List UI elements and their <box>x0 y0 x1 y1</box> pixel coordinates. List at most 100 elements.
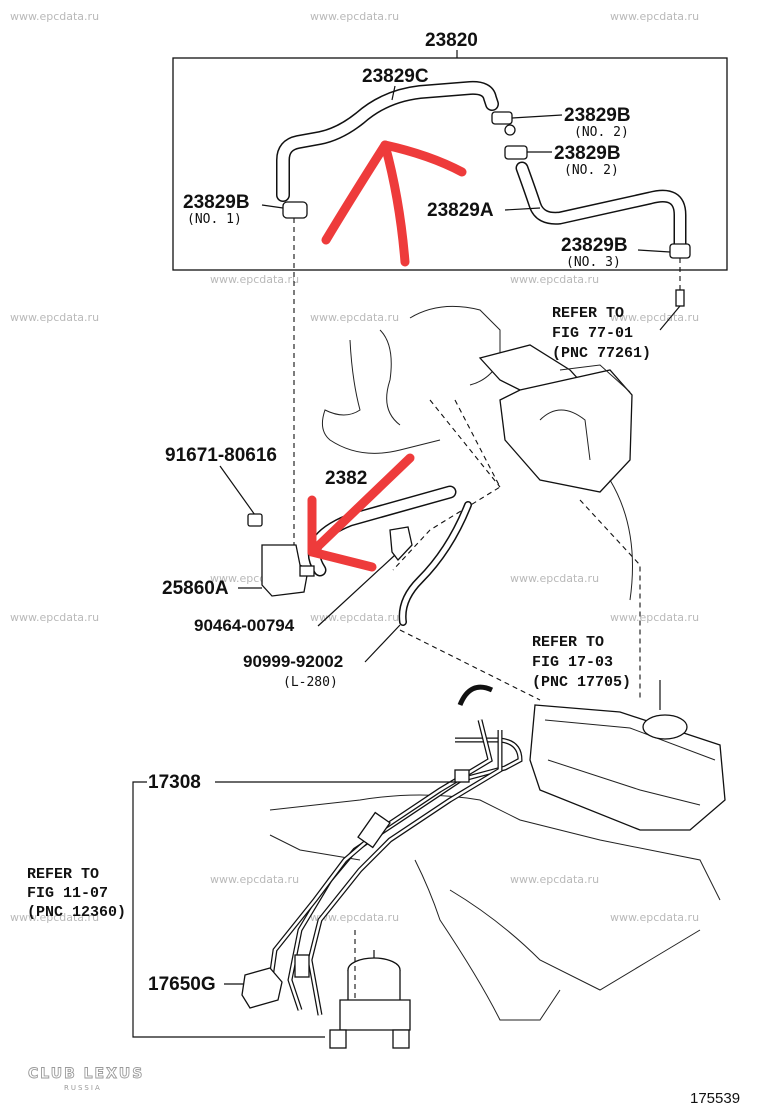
part-label-25860a: 25860A <box>162 578 229 599</box>
part-label-91671-80616: 91671-80616 <box>165 445 277 466</box>
air-cleaner-body <box>529 704 726 831</box>
assembly-number-label: 23820 <box>425 30 478 51</box>
air-cleaner-rib <box>547 759 701 806</box>
figure-number: 175539 <box>690 1090 740 1107</box>
engine-contour <box>379 329 401 426</box>
refer-fig-11-group: REFER TO FIG 11-07 (PNC 12360) <box>27 866 126 921</box>
club-lexus-logo: CLUB LEXUS RUSSIA <box>28 1066 143 1092</box>
leader-line <box>511 114 563 119</box>
sensor-mount <box>392 1029 410 1049</box>
vsv-bracket <box>294 954 310 978</box>
dashed-connection <box>399 629 541 701</box>
leader-line <box>659 305 681 331</box>
assembly-box <box>172 57 728 271</box>
ref-11-line3: (PNC 12360) <box>27 904 126 921</box>
watermark-layer: www.epcdata.ru www.epcdata.ru www.epcdat… <box>10 10 699 924</box>
refer-fig-77-group: REFER TO FIG 77-01 (PNC 77261) <box>552 305 681 362</box>
sensor-base <box>339 999 411 1031</box>
watermark: www.epcdata.ru <box>610 311 699 324</box>
manifold-contour <box>449 889 701 991</box>
leader-line <box>219 465 256 516</box>
engine-outline <box>321 305 633 601</box>
leader-line <box>637 249 671 253</box>
part-label-23829b-no2-mid: 23829B <box>554 143 621 164</box>
part-sublabel-no1: (NO. 1) <box>187 212 242 227</box>
refer-fig-17-group: REFER TO FIG 17-03 (PNC 17705) <box>532 634 661 710</box>
annotation-arrows <box>307 140 467 572</box>
air-cleaner <box>529 704 726 831</box>
part-label-23829b-no1: 23829B <box>183 192 250 213</box>
watermark: www.epcdata.ru <box>310 911 399 924</box>
clamp-23829b-no2-top <box>491 111 513 125</box>
clamp-23829b-no3 <box>669 243 691 259</box>
watermark: www.epcdata.ru <box>310 611 399 624</box>
watermark: www.epcdata.ru <box>510 273 599 286</box>
watermark: www.epcdata.ru <box>210 273 299 286</box>
part-sublabel-no3: (NO. 3) <box>566 255 621 270</box>
part-label-90464-00794: 90464-00794 <box>194 616 295 635</box>
pressure-sensor <box>329 950 411 1049</box>
hose-23829c-inner <box>277 82 498 201</box>
watermark: www.epcdata.ru <box>10 611 99 624</box>
ref-17-line1: REFER TO <box>532 634 604 651</box>
ref-11-line1: REFER TO <box>27 866 99 883</box>
part-sublabel-no2-top: (NO. 2) <box>574 125 629 140</box>
leader-line <box>504 207 541 211</box>
dashed-connection <box>579 499 641 700</box>
ref-17-line2: FIG 17-03 <box>532 654 613 671</box>
ref-17-line3: (PNC 17705) <box>532 674 631 691</box>
vsv-25860a-body <box>261 544 309 597</box>
bracket-line <box>132 781 325 1038</box>
watermark: www.epcdata.ru <box>10 911 99 924</box>
part-label-17650g: 17650G <box>148 974 216 995</box>
tube-inner <box>308 730 502 1016</box>
clamp-23829b-no2-mid <box>504 145 528 160</box>
watermark: www.epcdata.ru <box>310 10 399 23</box>
ref-77-line1: REFER TO <box>552 305 624 322</box>
fitting-icon <box>504 124 516 136</box>
part-label-17308: 17308 <box>148 772 201 793</box>
leader-line <box>317 554 396 627</box>
part-label-23829b-no2-top: 23829B <box>564 105 631 126</box>
vacuum-tubes-17308 <box>267 684 523 1016</box>
ref-77-line3: (PNC 77261) <box>552 345 651 362</box>
engine-contour <box>321 339 441 454</box>
part-label-90999-92002: 90999-92002 <box>243 652 343 671</box>
engine-contour <box>539 409 591 461</box>
watermark: www.epcdata.ru <box>510 873 599 886</box>
red-down-arrow <box>307 453 415 557</box>
ref-77-line2: FIG 77-01 <box>552 325 633 342</box>
clamp-23829b-no1 <box>282 201 308 219</box>
manifold-contour <box>414 859 561 1021</box>
manifold-contour <box>269 834 361 861</box>
dashed-connection <box>429 399 501 488</box>
vsv-port <box>299 565 315 577</box>
part-sublabel-l280: (L-280) <box>283 675 338 690</box>
watermark: www.epcdata.ru <box>610 911 699 924</box>
watermark: www.epcdata.ru <box>210 873 299 886</box>
watermark: www.epcdata.ru <box>610 10 699 23</box>
tube-joint <box>357 811 391 849</box>
engine-contour <box>409 305 501 386</box>
hose-23829a-inner <box>517 163 685 250</box>
intake-chamber <box>499 369 633 493</box>
red-down-arrow-head <box>307 495 377 572</box>
vsv-17650g-part <box>241 967 283 1009</box>
pipe-end <box>675 289 685 307</box>
assembly-23820-group: 23820 23829C 23829B (NO. 2) 23829B (NO. … <box>172 30 728 271</box>
engine-contour <box>559 364 631 393</box>
leader-line <box>261 204 284 209</box>
red-up-arrow-head <box>380 140 467 177</box>
part-label-23829a: 23829A <box>427 200 494 221</box>
watermark: www.epcdata.ru <box>10 10 99 23</box>
watermark: www.epcdata.ru <box>10 311 99 324</box>
leader-line <box>364 624 401 663</box>
watermark: www.epcdata.ru <box>610 611 699 624</box>
tube-clip <box>454 769 470 783</box>
sensor-mount <box>329 1029 347 1049</box>
ref-11-line2: FIG 11-07 <box>27 885 108 902</box>
air-cleaner-cap <box>642 714 688 740</box>
tube-inner <box>268 719 492 986</box>
